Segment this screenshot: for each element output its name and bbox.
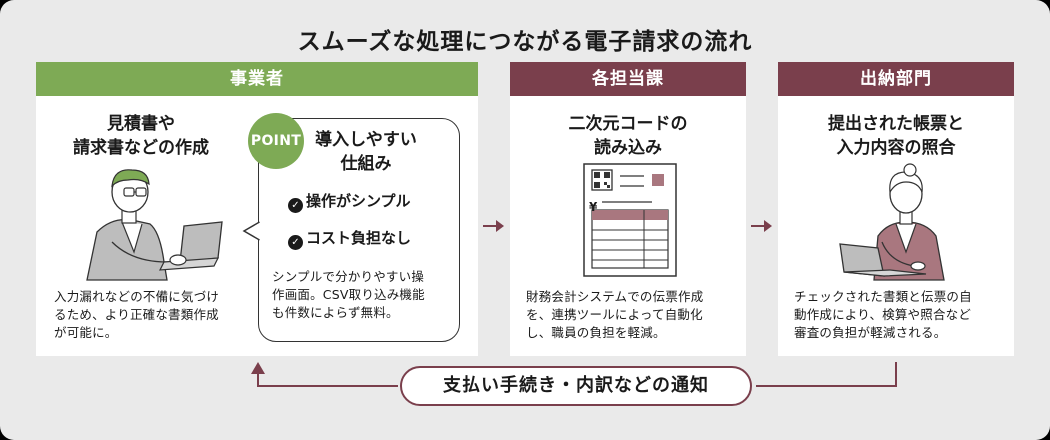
arrow-up-icon	[251, 362, 265, 374]
page-title: スムーズな処理につながる電子請求の流れ	[297, 29, 753, 55]
speech-bubble-tail	[242, 221, 260, 241]
qr-code-icon	[591, 169, 613, 191]
department-description-line: を、連携ツールによって自動化	[526, 307, 703, 322]
business-description-line: 入力漏れなどの不備に気づけ	[54, 289, 220, 304]
department-description: 財務会計システムでの伝票作成 を、連携ツールによって自動化 し、職員の負担を軽減…	[526, 288, 740, 342]
business-description: 入力漏れなどの不備に気づけ るため、より正確な書類作成 が可能に。	[54, 288, 254, 342]
department-heading-line: 二次元コードの	[568, 114, 688, 134]
invoice-with-qr-illustration	[583, 163, 677, 277]
check-item-no-cost: ✓コスト負担なし	[288, 228, 411, 250]
check-item-label: コスト負担なし	[306, 229, 412, 247]
department-heading-line: 読み込み	[594, 138, 662, 158]
arrow-right-icon	[751, 220, 772, 232]
treasury-heading-line: 入力内容の照合	[836, 138, 956, 158]
department-description-line: 財務会計システムでの伝票作成	[526, 289, 704, 304]
panel-department: 各担当課 二次元コードの 読み込み	[510, 62, 746, 356]
treasury-description-line: 審査の負担が軽減される。	[794, 325, 947, 340]
panel-header-treasury: 出納部門	[778, 62, 1014, 96]
business-heading-line: 請求書などの作成	[73, 138, 209, 158]
business-description-line: るため、より正確な書類作成	[54, 307, 219, 322]
treasury-heading-line: 提出された帳票と	[828, 114, 964, 134]
department-description-line: し、職員の負担を軽減。	[526, 325, 666, 340]
man-with-laptop-illustration	[86, 169, 223, 281]
business-heading-line: 見積書や	[107, 114, 175, 134]
panel-header-department: 各担当課	[510, 62, 746, 96]
panel-header-business: 事業者	[36, 62, 478, 96]
panel-treasury: 出納部門 提出された帳票と 入力内容の照合 チェックされた書類と伝票の自 動	[778, 62, 1014, 356]
arrow-right-icon	[483, 220, 504, 232]
treasury-heading: 提出された帳票と 入力内容の照合	[778, 112, 1014, 160]
check-item-simple: ✓操作がシンプル	[288, 191, 411, 213]
check-circle-icon: ✓	[288, 235, 303, 250]
point-badge: POINT	[248, 113, 304, 169]
business-heading: 見積書や 請求書などの作成	[46, 112, 236, 160]
yen-mark: ¥	[589, 200, 598, 214]
business-description-line: が可能に。	[54, 325, 118, 340]
point-description-line: も件数によらず無料。	[272, 305, 399, 320]
point-title-line: 仕組み	[340, 154, 392, 174]
treasury-description-line: チェックされた書類と伝票の自	[794, 289, 972, 304]
check-item-label: 操作がシンプル	[306, 192, 411, 210]
point-description: シンプルで分かりやすい操 作画面。CSV取り込み機能 も件数によらず無料。	[272, 268, 464, 322]
check-circle-icon: ✓	[288, 198, 303, 213]
point-title: 導入しやすい 仕組み	[306, 128, 426, 176]
point-description-line: シンプルで分かりやすい操	[272, 269, 425, 284]
treasury-description-line: 動作成により、検算や照合など	[794, 307, 972, 322]
notification-label: 支払い手続き・内訳などの通知	[400, 366, 752, 406]
point-title-line: 導入しやすい	[315, 130, 417, 150]
panel-business: 事業者 見積書や 請求書などの作成 入力漏れなどの不備に気づ	[36, 62, 478, 356]
treasury-description: チェックされた書類と伝票の自 動作成により、検算や照合など 審査の負担が軽減され…	[794, 288, 1008, 342]
woman-with-laptop-illustration	[839, 163, 945, 281]
point-description-line: 作画面。CSV取り込み機能	[272, 287, 425, 302]
department-heading: 二次元コードの 読み込み	[510, 112, 746, 160]
